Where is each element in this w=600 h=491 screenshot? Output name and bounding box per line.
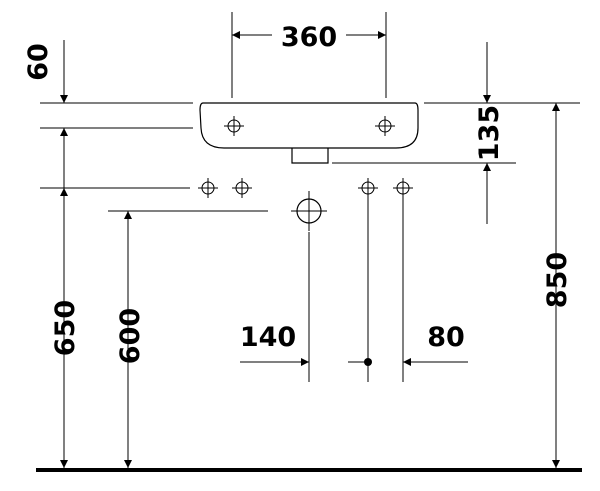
dimension-label-600: 600 bbox=[115, 308, 146, 364]
tap-hole-cross-left-icon bbox=[224, 116, 244, 136]
supply-connection-left-1-icon bbox=[198, 178, 218, 198]
dimension-offset-140: 140 bbox=[240, 322, 309, 366]
supply-connection-right-1-icon bbox=[358, 178, 378, 198]
dimension-label-60: 60 bbox=[23, 43, 54, 81]
dimension-label-850: 850 bbox=[542, 252, 573, 308]
dimension-height-600: 600 bbox=[115, 211, 146, 468]
drain-outlet-icon bbox=[291, 191, 327, 231]
dimension-height-850: 850 bbox=[542, 103, 573, 468]
dimension-offset-80: 80 bbox=[403, 322, 468, 366]
supply-connection-right-2-icon bbox=[393, 178, 413, 198]
basin-outline bbox=[199, 102, 419, 164]
floor-line bbox=[36, 468, 582, 472]
dimension-height-650: 650 bbox=[50, 128, 81, 468]
tap-hole-cross-right-icon bbox=[375, 116, 395, 136]
dimension-label-135: 135 bbox=[474, 105, 505, 161]
dimension-label-140: 140 bbox=[240, 322, 296, 353]
dimension-label-650: 650 bbox=[50, 300, 81, 356]
dimension-width-360: 360 bbox=[231, 12, 387, 98]
dimension-height-135: 135 bbox=[474, 42, 505, 224]
dimension-label-80: 80 bbox=[427, 322, 465, 353]
dimension-height-60: 60 bbox=[23, 40, 68, 103]
dimension-label-360: 360 bbox=[281, 22, 337, 53]
dimension-reference-dot bbox=[348, 358, 372, 366]
supply-connection-left-2-icon bbox=[232, 178, 252, 198]
